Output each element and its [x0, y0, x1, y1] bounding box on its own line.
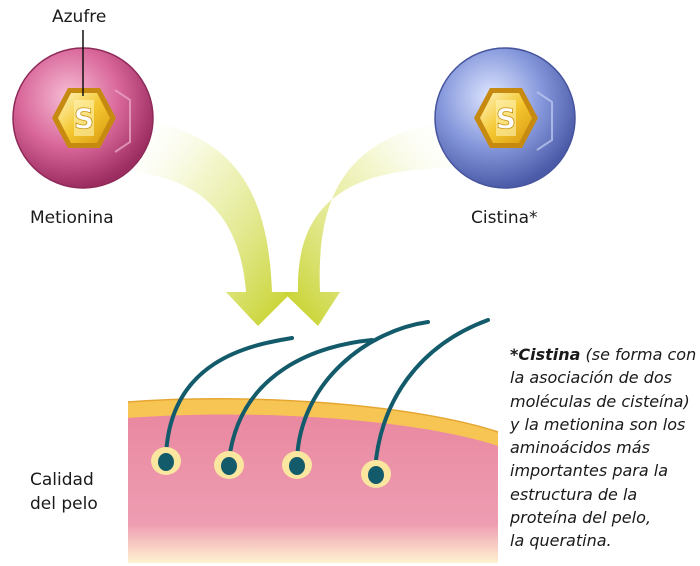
- cystine-sphere: S: [434, 47, 576, 189]
- label-hair-quality-line2: del pelo: [30, 494, 98, 514]
- hair-follicle: [361, 460, 391, 488]
- label-hair-quality-line1: Calidad: [30, 470, 94, 490]
- sulfur-symbol: S: [496, 102, 516, 135]
- sulfur-gem-icon: S: [474, 88, 538, 148]
- footnote-line1-rest: (se forma con: [580, 345, 697, 364]
- footnote-line1: *Cistina (se forma con: [510, 343, 700, 366]
- hair-strands: [164, 318, 490, 472]
- footnote-line5: aminoácidos más: [510, 438, 650, 458]
- footnote: *Cistina (se forma con la asociación de …: [510, 343, 700, 553]
- footnote-line7: estructura de la: [510, 484, 638, 504]
- arrow-from-methionine: [135, 120, 292, 326]
- hair-strand: [295, 320, 430, 462]
- footnote-line6: importantes para la: [510, 461, 668, 481]
- sulfur-gem-icon: S: [52, 88, 116, 148]
- hair-follicle: [214, 451, 244, 479]
- hair-strand: [227, 338, 374, 462]
- footnote-term: *Cistina: [510, 345, 581, 364]
- footnote-line8: proteína del pelo,: [510, 508, 651, 528]
- scalp-cross-section: [127, 398, 499, 563]
- arrow-from-cystine: [283, 122, 452, 326]
- label-sulfur: Azufre: [52, 7, 107, 27]
- footnote-line9: la queratina.: [510, 531, 612, 551]
- methionine-sphere: S: [12, 47, 154, 189]
- footnote-line4: y la metionina son los: [510, 414, 686, 434]
- hair-strand: [373, 318, 490, 472]
- hair-follicle: [282, 451, 312, 479]
- footnote-line3: moléculas de cisteína): [510, 391, 690, 411]
- footnote-line2: la asociación de dos: [510, 368, 672, 388]
- sulfur-symbol: S: [74, 102, 94, 135]
- hair-follicles: [151, 447, 391, 488]
- hair-strand: [164, 336, 294, 458]
- hair-follicle: [151, 447, 181, 475]
- label-hair-quality: Calidad del pelo: [30, 468, 98, 516]
- label-cystine: Cistina*: [471, 208, 538, 228]
- label-methionine: Metionina: [30, 208, 114, 228]
